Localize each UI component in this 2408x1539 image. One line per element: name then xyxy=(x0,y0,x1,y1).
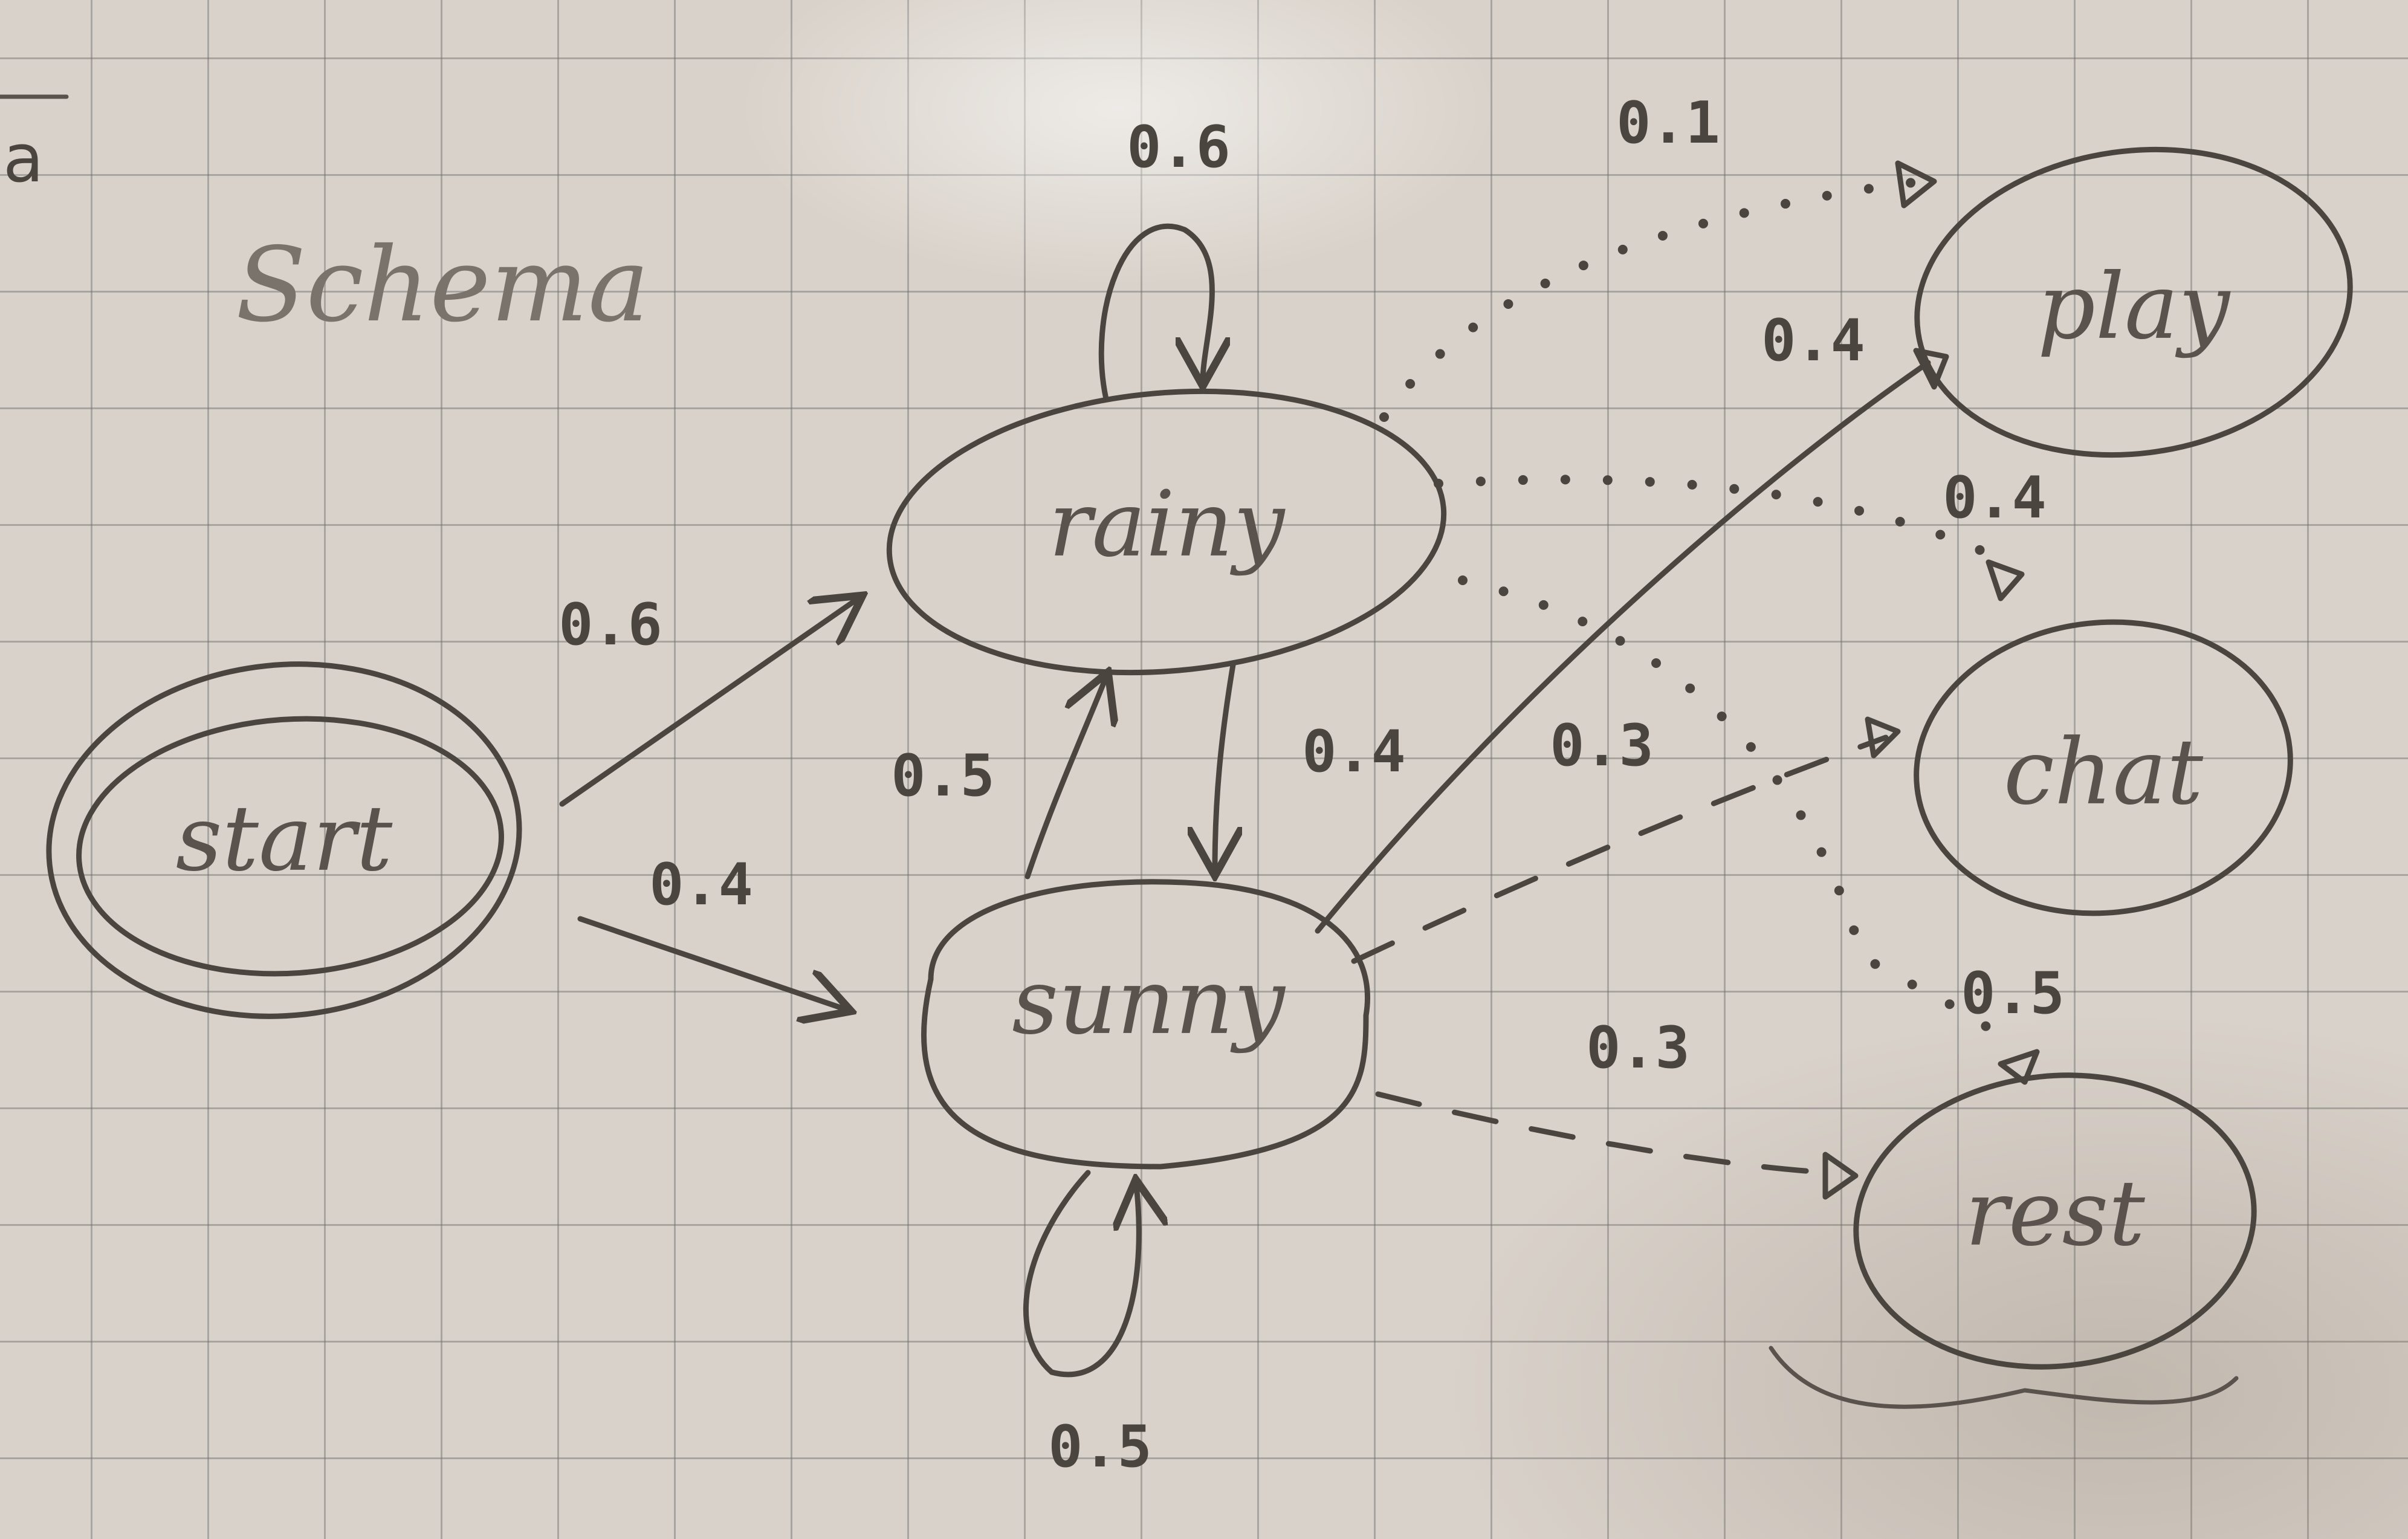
node-rest-underline xyxy=(1769,1346,2239,1409)
node-sunny-label: sunny xyxy=(1012,950,1286,1055)
node-play: play xyxy=(1914,146,2353,458)
edge-rainy-rest xyxy=(1458,575,2024,1057)
node-rainy-label: rainy xyxy=(1049,472,1286,577)
edge-rainy-rest-arrowhead xyxy=(1998,1049,2040,1085)
diagram-title: Schema xyxy=(236,225,649,345)
edge-sunny-self-loop xyxy=(1023,1170,1139,1378)
edge-rainy-sunny xyxy=(1215,662,1233,870)
edge-sunny-rest xyxy=(1375,1091,1834,1176)
node-rest-label: rest xyxy=(1965,1161,2145,1266)
edge-rainy-chat xyxy=(1434,475,2012,567)
node-rest-ellipse xyxy=(1853,1072,2257,1370)
edge-sunny-play-arrowhead xyxy=(1913,348,1949,390)
edge-sunny-rest-prob: 0.3 xyxy=(1586,1015,1690,1081)
node-chat-ellipse xyxy=(1914,619,2293,916)
node-rainy: rainy xyxy=(886,388,1447,676)
node-start-outer-ellipse xyxy=(46,661,522,1019)
edge-rainy-chat-arrowhead xyxy=(1986,559,2025,601)
edge-rainy-play-prob: 0.1 xyxy=(1616,90,1720,157)
edge-sunny-play-prob: 0.4 xyxy=(1761,308,1865,374)
edge-sunny-self-prob: 0.5 xyxy=(1048,1414,1152,1480)
node-start-inner-ellipse xyxy=(76,716,504,977)
edge-start-rainy xyxy=(559,598,858,807)
edge-sunny-chat-prob: 0.3 xyxy=(1550,713,1654,779)
edge-start-sunny xyxy=(577,916,846,1009)
edge-sunny-chat-arrowhead xyxy=(1865,716,1901,759)
edge-rainy-play xyxy=(1379,177,1927,422)
edge-sunny-play xyxy=(1315,360,1931,934)
margin-mark: a xyxy=(3,120,44,197)
node-chat-label: chat xyxy=(2004,720,2204,825)
edge-sunny-rainy xyxy=(1024,677,1106,880)
node-sunny: sunny xyxy=(921,879,1370,1170)
node-play-label: play xyxy=(2037,254,2231,360)
edge-rainy-chat-prob: 0.4 xyxy=(1943,465,2047,531)
edge-rainy-play-arrowhead xyxy=(1895,160,1937,209)
edge-sunny-chat xyxy=(1351,734,1889,964)
edge-sunny-rest-arrowhead xyxy=(1822,1152,1859,1200)
edge-start-rainy-prob: 0.6 xyxy=(558,592,662,658)
edge-rainy-rest-prob: 0.5 xyxy=(1961,961,2065,1027)
edge-start-sunny-prob: 0.4 xyxy=(649,852,753,918)
node-sunny-shape xyxy=(921,879,1370,1170)
node-start-label: start xyxy=(176,786,393,892)
node-start: start xyxy=(46,661,522,1019)
node-play-ellipse xyxy=(1914,146,2353,458)
edge-sunny-rainy-prob: 0.5 xyxy=(891,743,995,809)
node-rest: rest xyxy=(1769,1072,2257,1409)
edge-rainy-sunny-prob: 0.4 xyxy=(1302,719,1406,785)
edge-rainy-self-loop xyxy=(1098,223,1212,402)
node-rainy-ellipse xyxy=(886,388,1447,676)
node-chat: chat xyxy=(1914,619,2293,916)
edge-rainy-self-prob: 0.6 xyxy=(1127,114,1231,181)
